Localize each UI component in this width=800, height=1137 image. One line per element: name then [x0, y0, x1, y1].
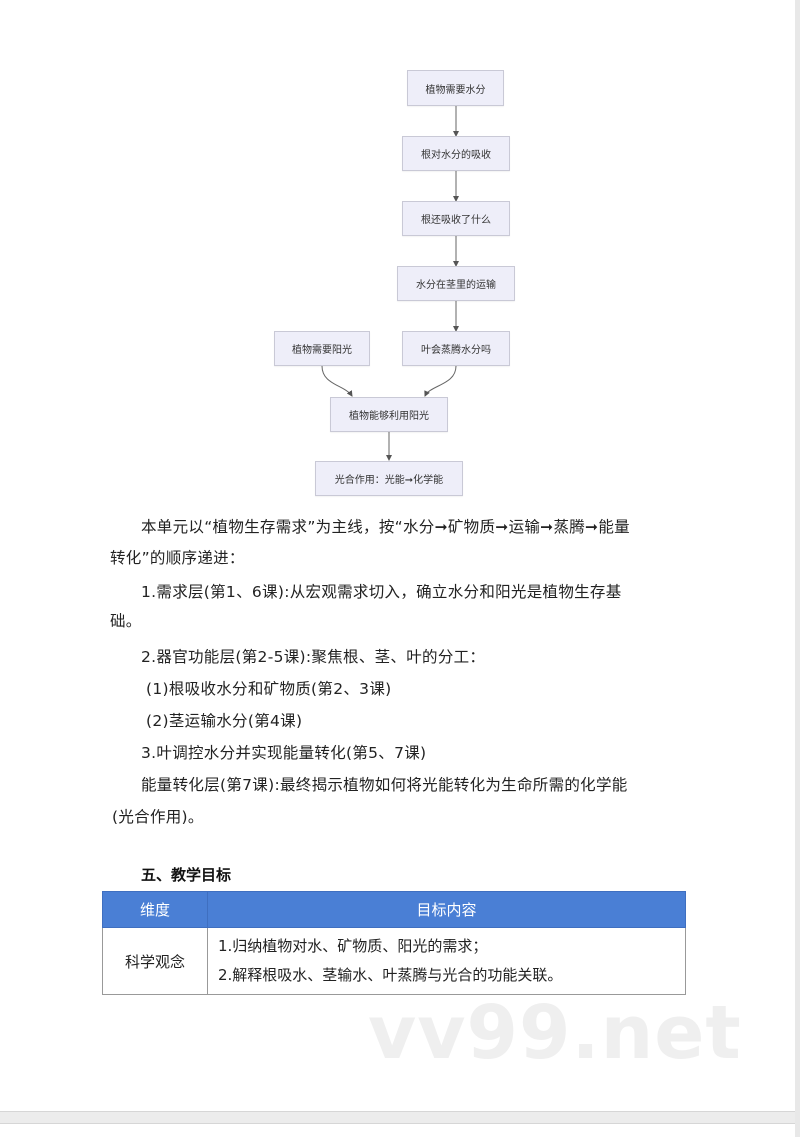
cell-dimension: 科学观念	[102, 927, 208, 995]
section-title-teaching-goals: 五、教学目标	[141, 866, 232, 884]
item-leaf-regulation: 3.叶调控水分并实现能量转化(第5、7课)	[141, 744, 427, 762]
item-demand-layer-line1: 1.需求层(第1、6课):从宏观需求切入，确立水分和阳光是植物生存基	[141, 583, 622, 601]
energy-layer-line2: (光合作用)。	[112, 808, 204, 826]
table-header-row: 维度 目标内容	[102, 891, 686, 928]
flow-node-label: 植物能够利用阳光	[349, 411, 429, 422]
teaching-goals-table: 维度 目标内容 科学观念 1.归纳植物对水、矿物质、阳光的需求； 2.解释根吸水…	[102, 891, 686, 995]
flow-node-root-absorbs-what: 根还吸收了什么	[402, 201, 510, 236]
flowchart-connectors	[321, 106, 459, 461]
goal-item: 1.归纳植物对水、矿物质、阳光的需求；	[218, 937, 488, 955]
table-row: 科学观念 1.归纳植物对水、矿物质、阳光的需求； 2.解释根吸水、茎输水、叶蒸腾…	[102, 927, 686, 995]
subitem-stem-transport: (2)茎运输水分(第4课)	[146, 712, 303, 730]
page-separator	[0, 1111, 800, 1124]
intro-paragraph-line2: 转化”的顺序递进：	[110, 549, 245, 567]
flow-node-label: 光合作用：光能➞化学能	[334, 475, 444, 486]
subitem-root-absorption: (1)根吸收水分和矿物质(第2、3课)	[146, 680, 392, 698]
document-page: 植物需要水分 根对水分的吸收 根还吸收了什么 水分在茎里的运输 植物需要阳光 叶…	[102, 70, 742, 1076]
column-header-goal-content: 目标内容	[207, 891, 686, 928]
flow-node-label: 根还吸收了什么	[421, 215, 491, 226]
flow-node-stem-transport: 水分在茎里的运输	[397, 266, 515, 301]
flow-node-label: 根对水分的吸收	[421, 150, 491, 161]
flow-node-label: 植物需要阳光	[292, 345, 352, 356]
watermark: vv99.net	[368, 990, 742, 1076]
flow-node-photosynthesis: 光合作用：光能➞化学能	[315, 461, 463, 496]
flow-node-plant-needs-water: 植物需要水分	[407, 70, 504, 106]
viewer-right-edge	[795, 0, 800, 1137]
flow-node-label: 植物需要水分	[425, 84, 486, 96]
flow-node-label: 叶会蒸腾水分吗	[421, 345, 491, 356]
item-demand-layer-line2: 础。	[110, 612, 142, 630]
flow-node-root-absorbs-water: 根对水分的吸收	[402, 136, 510, 171]
flow-node-plant-needs-sunlight: 植物需要阳光	[274, 331, 370, 366]
flow-node-plant-uses-sunlight: 植物能够利用阳光	[330, 397, 448, 432]
cell-goal-content: 1.归纳植物对水、矿物质、阳光的需求； 2.解释根吸水、茎输水、叶蒸腾与光合的功…	[207, 927, 686, 995]
energy-layer-line1: 能量转化层(第7课):最终揭示植物如何将光能转化为生命所需的化学能	[141, 776, 628, 794]
flow-node-label: 水分在茎里的运输	[416, 280, 496, 291]
column-header-dimension: 维度	[102, 891, 208, 928]
flow-node-leaf-transpiration: 叶会蒸腾水分吗	[402, 331, 510, 366]
item-organ-function-layer: 2.器官功能层(第2-5课):聚焦根、茎、叶的分工：	[141, 648, 486, 666]
goal-item: 2.解释根吸水、茎输水、叶蒸腾与光合的功能关联。	[218, 966, 563, 984]
intro-paragraph-line1: 本单元以“植物生存需求”为主线，按“水分➞矿物质➞运输➞蒸腾➞能量	[141, 518, 630, 536]
